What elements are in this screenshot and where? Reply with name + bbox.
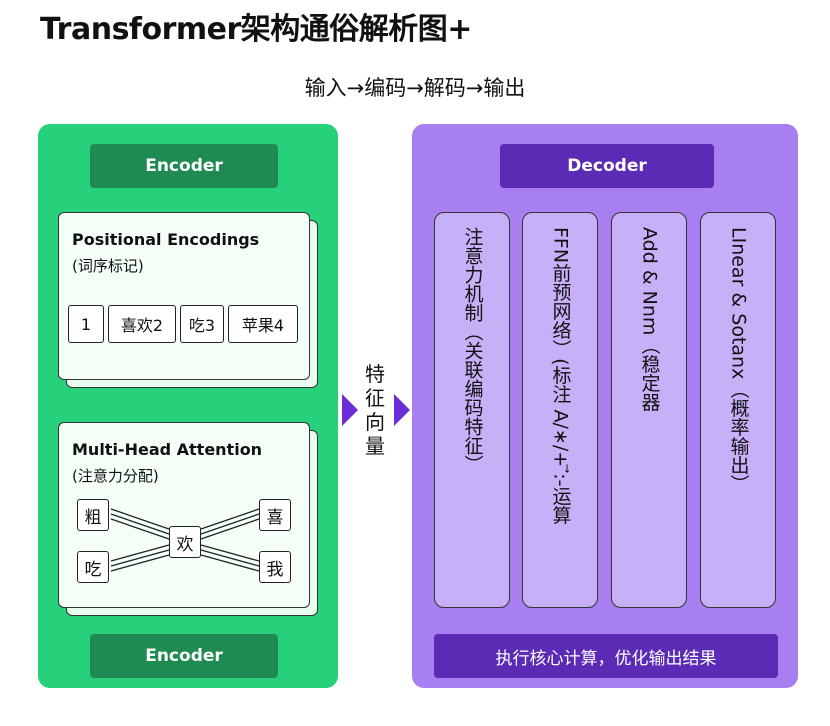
flow-caption: 输入→编码→解码→输出 bbox=[304, 76, 526, 100]
attention-token-box: 吃 bbox=[77, 551, 109, 583]
decoder-column-linear-softmax: LInear & Sotanx（概率输出） bbox=[700, 212, 776, 608]
attention-token-box: 喜 bbox=[259, 499, 291, 531]
decoder-footer-label: 执行核心计算，优化输出结果 bbox=[434, 634, 778, 678]
right-arrow-icon bbox=[394, 394, 410, 426]
decoder-column-label: LInear & Sotanx（概率输出） bbox=[727, 227, 750, 494]
token-box: 苹果4 bbox=[228, 305, 298, 343]
decoder-column-label: Add & Nnm（稳定器 bbox=[638, 227, 661, 412]
decoder-column-label: 注意力机制（关联编码特征） bbox=[461, 227, 484, 474]
feature-vector-label: 特征向量 bbox=[365, 362, 385, 458]
page-title: Transformer架构通俗解析图+ bbox=[40, 12, 472, 47]
token-box: 1 bbox=[68, 305, 104, 343]
attention-token-box: 粗 bbox=[77, 499, 109, 531]
token-box: 喜欢2 bbox=[108, 305, 176, 343]
decoder-column-label: FFN前预网络）(标注 A∕∗∕+ ⃗:-运算 bbox=[549, 227, 572, 525]
decoder-column-attention: 注意力机制（关联编码特征） bbox=[434, 212, 510, 608]
decoder-column-add-norm: Add & Nnm（稳定器 bbox=[611, 212, 687, 608]
attention-center-token-box: 欢 bbox=[169, 526, 201, 558]
decoder-header-label: Decoder bbox=[500, 144, 714, 188]
attention-card-title: Multi-Head Attention bbox=[72, 440, 263, 459]
attention-connection-lines bbox=[110, 508, 260, 572]
attention-card-subtitle: (注意力分配) bbox=[72, 467, 159, 485]
multi-head-attention-card: Multi-Head Attention (注意力分配) 粗 吃 欢 喜 我 bbox=[58, 422, 310, 608]
positional-encodings-card: Positional Encodings (词序标记) 1 喜欢2 吃3 苹果4 bbox=[58, 212, 310, 380]
decoder-column-ffn: FFN前预网络）(标注 A∕∗∕+ ⃗:-运算 bbox=[522, 212, 598, 608]
attention-token-box: 我 bbox=[259, 551, 291, 583]
positional-card-title: Positional Encodings bbox=[72, 230, 260, 249]
encoder-footer-label: Encoder bbox=[90, 634, 278, 678]
positional-card-subtitle: (词序标记) bbox=[72, 257, 144, 275]
left-arrow-icon bbox=[342, 394, 358, 426]
encoder-panel: Encoder Positional Encodings (词序标记) 1 喜欢… bbox=[38, 124, 338, 688]
encoder-header-label: Encoder bbox=[90, 144, 278, 188]
decoder-panel: Decoder 注意力机制（关联编码特征） FFN前预网络）(标注 A∕∗∕+ … bbox=[412, 124, 798, 688]
token-box: 吃3 bbox=[180, 305, 224, 343]
